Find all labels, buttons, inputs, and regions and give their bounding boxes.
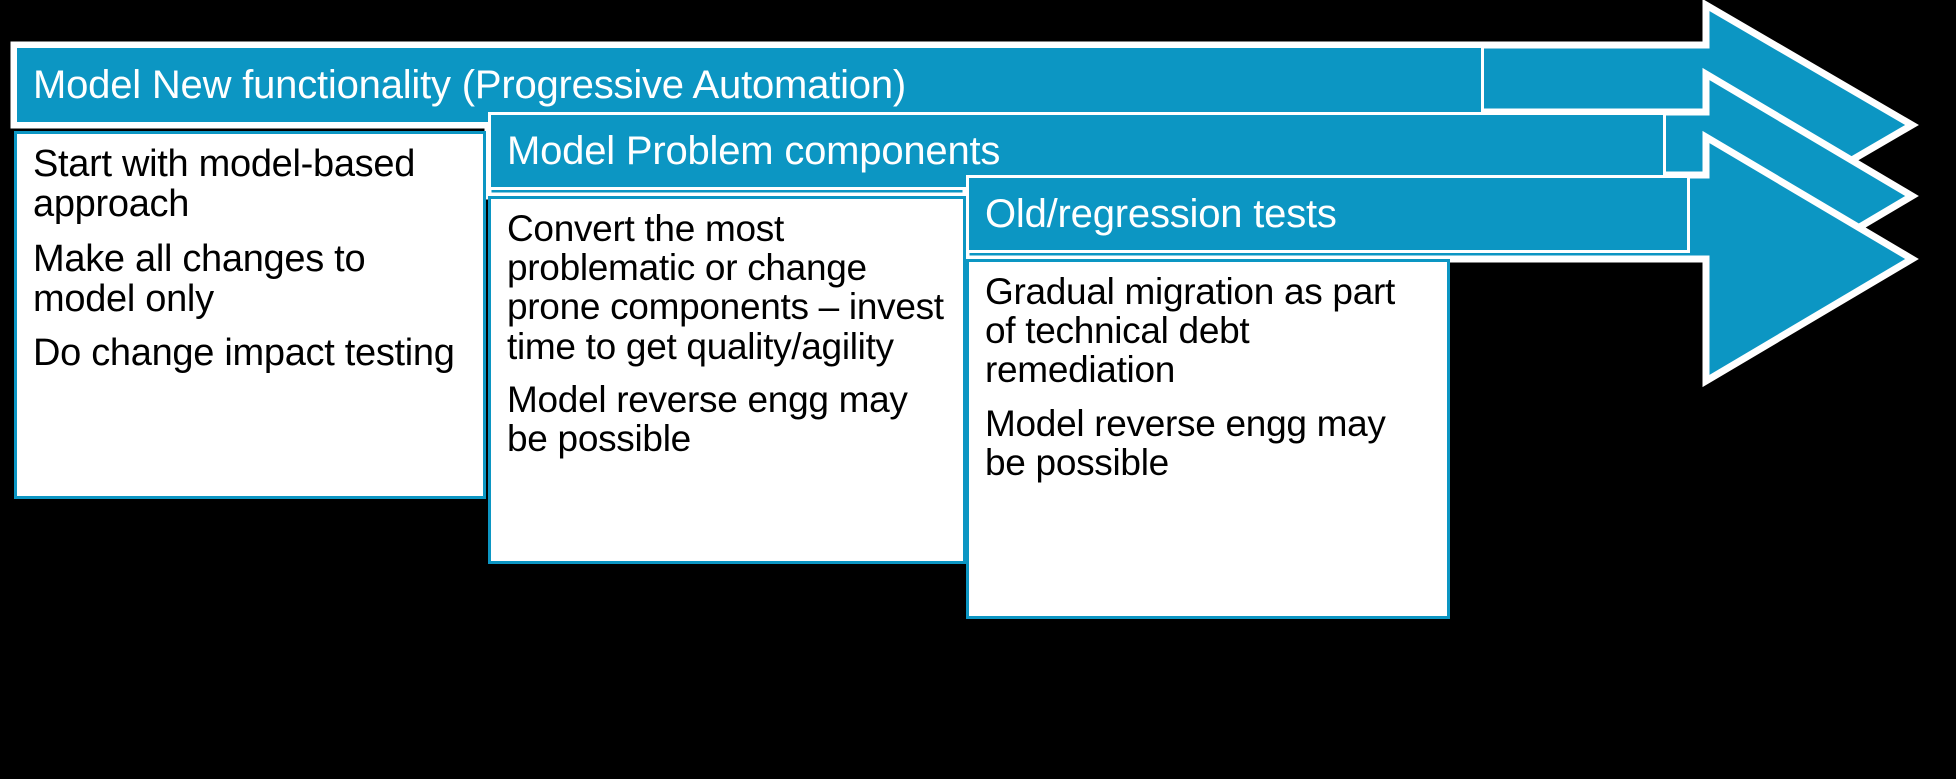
stage-2-panel[interactable]: Convert the most problematic or change p…: [488, 196, 966, 564]
stage-3-bullet-2: Model reverse engg may be possible: [985, 402, 1386, 483]
stage-2-header-label: Model Problem components: [507, 129, 1001, 173]
stage-1-header-label: Model New functionality (Progressive Aut…: [33, 63, 907, 107]
stage-3-bullet-1: Gradual migration as part of technical d…: [985, 271, 1395, 391]
stage-1-bullet-3: Do change impact testing: [33, 332, 455, 375]
stage-1-panel[interactable]: Start with model-based approach Make all…: [14, 131, 486, 499]
stage-1-bullet-2: Make all changes to model only: [33, 237, 366, 320]
stage-3-panel[interactable]: Gradual migration as part of technical d…: [966, 259, 1450, 619]
stage-2-bullet-1: Convert the most problematic or change p…: [507, 208, 944, 367]
stage-3-header-label: Old/regression tests: [985, 192, 1337, 236]
stage-2-bullet-2: Model reverse engg may be possible: [507, 378, 908, 460]
stage-3-header[interactable]: Old/regression tests: [966, 175, 1690, 253]
stage-1-bullet-1: Start with model-based approach: [33, 143, 416, 226]
